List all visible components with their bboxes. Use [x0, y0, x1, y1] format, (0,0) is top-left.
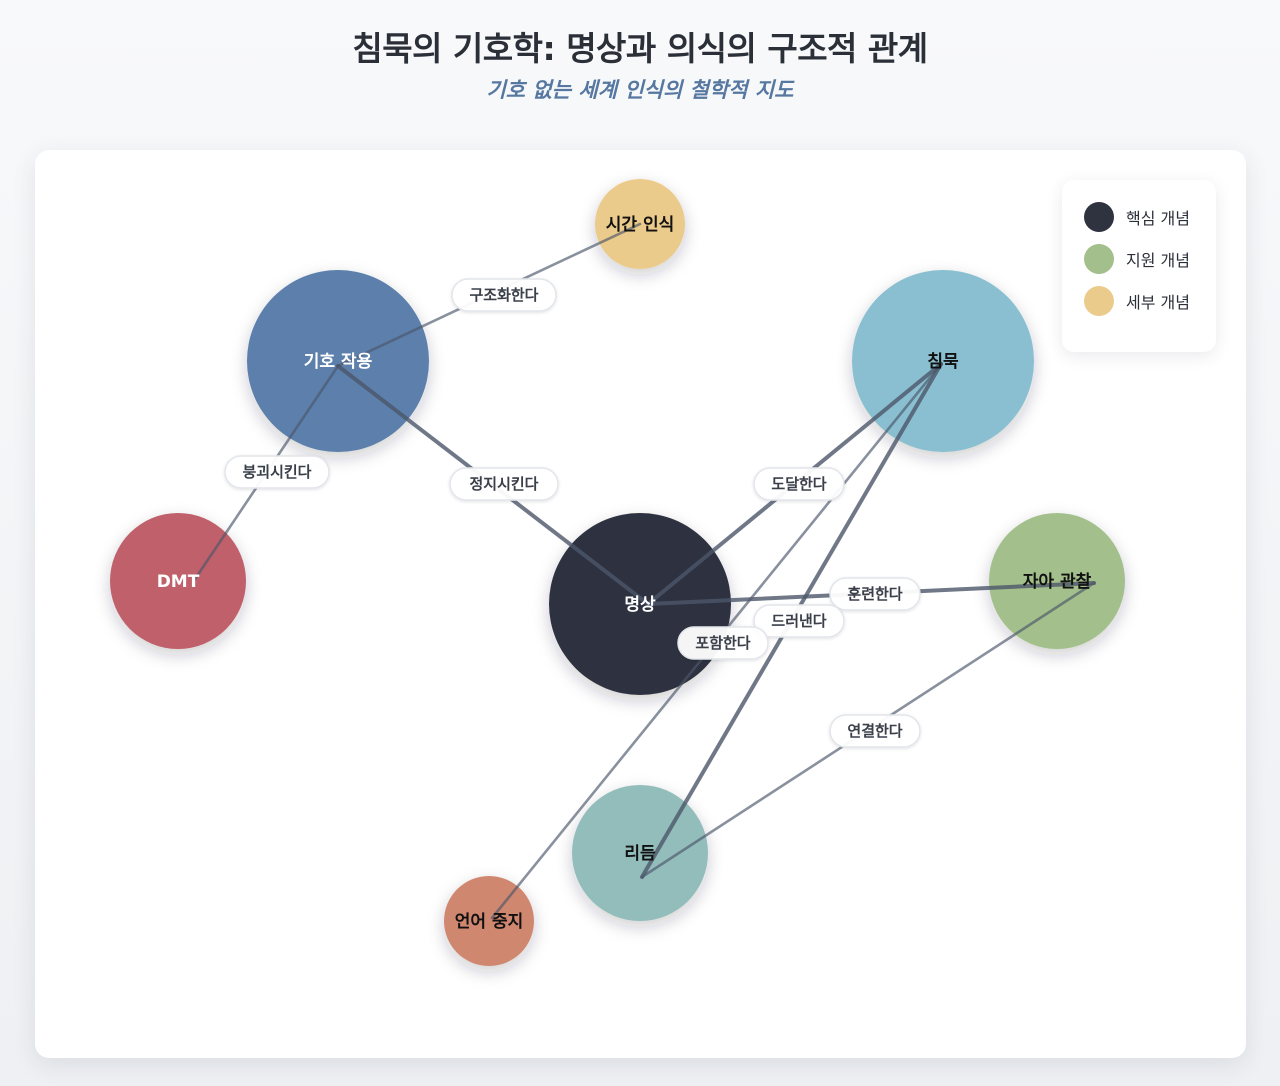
language-node-label: 언어 중지 [455, 912, 523, 932]
legend-label-detail: 세부 개념 [1126, 293, 1190, 312]
edge-label-pill [677, 626, 769, 660]
edge-label-pill [224, 455, 330, 489]
page-subtitle: 기호 없는 세계 인식의 철학적 지도 [486, 78, 794, 102]
edge-label-silence-rhythm: 드러낸다 [753, 604, 845, 638]
edge-label-pill [451, 278, 557, 312]
edge-label-pill [449, 467, 559, 501]
dmt-node-icon[interactable] [110, 513, 246, 649]
edge-label-text: 붕괴시킨다 [242, 463, 311, 481]
edge-label-text: 연결한다 [847, 722, 902, 740]
edge-label-text: 정지시킨다 [469, 475, 538, 493]
edge-label-text: 포함한다 [695, 634, 750, 652]
legend-item-core: 핵심 개념 [1084, 202, 1190, 232]
dmt-node-label: DMT [157, 572, 200, 592]
edge-label-meditation-self: 훈련한다 [829, 577, 921, 611]
sign-node-icon[interactable] [247, 270, 429, 452]
rhythm-node-label: 리듬 [624, 844, 656, 864]
edge-label-meditation-silence: 도달한다 [753, 467, 845, 501]
legend-swatch-detail [1084, 286, 1114, 316]
silence-node-label: 침묵 [927, 351, 959, 372]
edge-label-silence-language: 포함한다 [677, 626, 769, 660]
edge-label-pill [753, 604, 845, 638]
sign-node-label: 기호 작용 [304, 352, 373, 372]
page-title: 침묵의 기호학: 명상과 의식의 구조적 관계 [352, 29, 928, 68]
legend: 핵심 개념 지원 개념 세부 개념 [1062, 180, 1216, 352]
edge-label-text: 도달한다 [771, 475, 826, 493]
legend-item-detail: 세부 개념 [1084, 286, 1190, 316]
edge-label-meditation-sign: 정지시킨다 [449, 467, 559, 501]
edge-label-text: 구조화한다 [469, 286, 538, 304]
legend-item-support: 지원 개념 [1084, 244, 1190, 274]
silence-node-icon[interactable] [852, 270, 1034, 452]
legend-swatch-core [1084, 202, 1114, 232]
edge-label-sign-time: 구조화한다 [451, 278, 557, 312]
edge-label-text: 드러낸다 [771, 612, 826, 630]
edge-label-pill [829, 577, 921, 611]
edge-label-sign-dmt: 붕괴시킨다 [224, 455, 330, 489]
self-node-label: 자아 관찰 [1023, 572, 1092, 592]
legend-label-core: 핵심 개념 [1126, 209, 1190, 228]
legend-label-support: 지원 개념 [1126, 251, 1190, 270]
legend-swatch-support [1084, 244, 1114, 274]
time-node-label: 시간 인식 [606, 215, 674, 235]
nodes-layer [110, 179, 1125, 966]
edge-label-rhythm-self: 연결한다 [829, 714, 921, 748]
self-node-icon[interactable] [989, 513, 1125, 649]
edge-label-text: 훈련한다 [847, 585, 902, 603]
language-node-icon[interactable] [444, 876, 534, 966]
edge-label-pill [753, 467, 845, 501]
meditation-node-label: 명상 [624, 595, 656, 615]
edge-label-pill [829, 714, 921, 748]
